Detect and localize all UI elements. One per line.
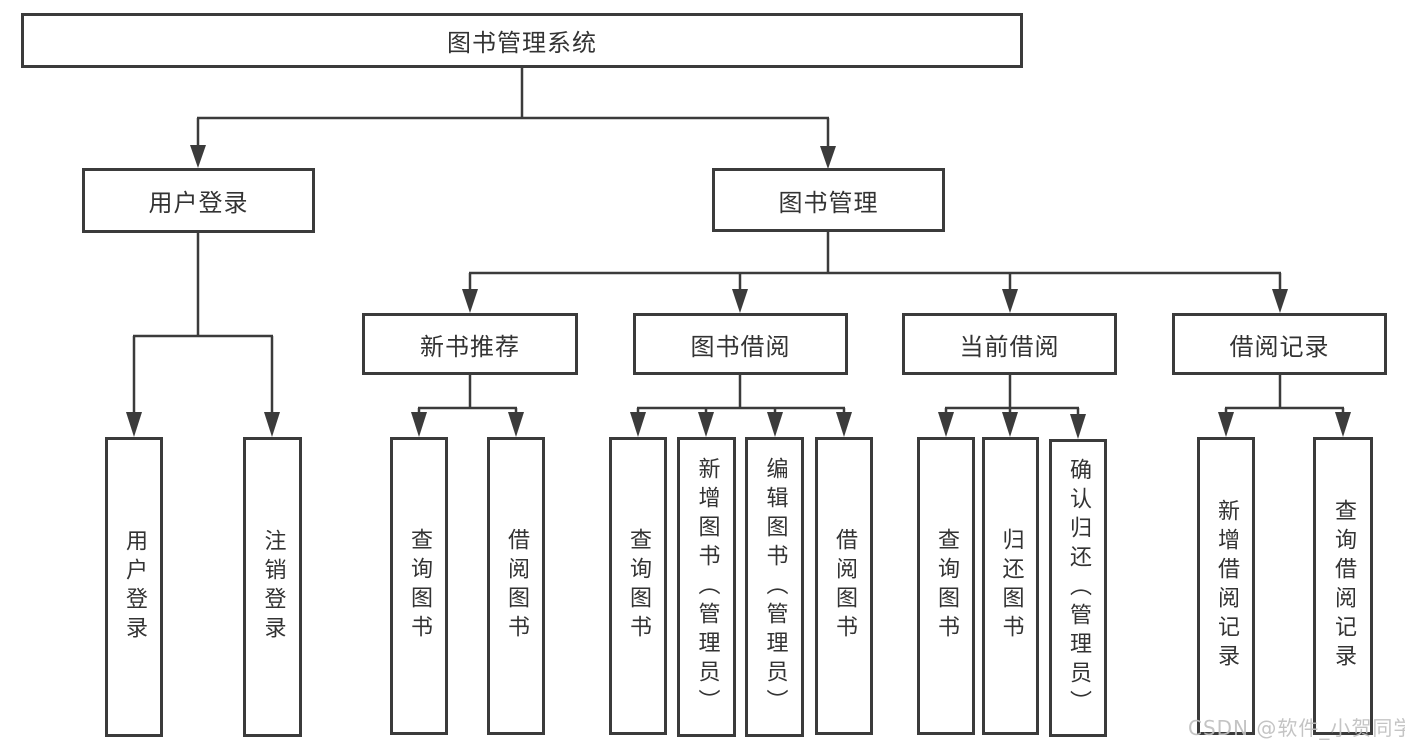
leaf-nb-query-books: 查询图书 [390,437,448,735]
connector-userlogin-to-children [126,233,280,437]
leaf-nb-query-books-label: 查询图书 [407,528,432,644]
node-book-management-label: 图书管理 [778,188,879,217]
node-borrow-records-label: 借阅记录 [1229,332,1330,361]
leaf-cb-query-books: 查询图书 [917,437,975,735]
leaf-user-login-label: 用户登录 [122,529,147,645]
node-root-label: 图书管理系统 [447,29,597,57]
leaf-br-query-record: 查询借阅记录 [1313,437,1373,735]
leaf-bb-borrow-books: 借阅图书 [815,437,873,735]
leaf-cb-return-books: 归还图书 [982,437,1039,735]
leaf-logout: 注销登录 [243,437,302,737]
leaf-br-query-record-label: 查询借阅记录 [1331,499,1356,673]
connector-root-to-level2 [190,68,836,169]
leaf-br-add-record-label: 新增借阅记录 [1214,499,1239,673]
leaf-cb-return-books-label: 归还图书 [998,528,1024,644]
connector-newbook-to-children [411,375,524,437]
node-new-book-recommend: 新书推荐 [362,313,578,375]
leaf-bb-query-books-label: 查询图书 [626,528,651,644]
node-book-management: 图书管理 [712,168,945,232]
leaf-cb-confirm-return-admin: 确认归还（管理员） [1049,439,1107,737]
leaf-bb-borrow-books-label: 借阅图书 [832,528,857,644]
leaf-logout-label: 注销登录 [260,529,286,645]
node-user-login-label: 用户登录 [148,189,249,217]
connector-bookmgmt-to-level3 [462,232,1288,313]
connector-records-to-children [1218,375,1351,437]
connector-currentborrow-to-children [938,375,1086,439]
leaf-bb-edit-books-admin-label: 编辑图书（管理员） [762,456,788,718]
node-book-borrow-label: 图书借阅 [690,332,791,361]
csdn-watermark: CSDN @软件_小贺同学 [1188,716,1405,740]
leaf-user-login: 用户登录 [105,437,163,737]
leaf-br-add-record: 新增借阅记录 [1197,437,1255,735]
node-borrow-records: 借阅记录 [1172,313,1387,375]
connector-bookborrow-to-children [630,375,852,437]
node-root: 图书管理系统 [21,13,1023,68]
leaf-bb-add-books-admin: 新增图书（管理员） [677,437,736,737]
leaf-bb-query-books: 查询图书 [609,437,667,735]
leaf-cb-query-books-label: 查询图书 [934,528,959,644]
leaf-bb-edit-books-admin: 编辑图书（管理员） [745,437,804,737]
leaf-bb-add-books-admin-label: 新增图书（管理员） [694,456,720,718]
node-current-borrow: 当前借阅 [902,313,1117,375]
node-book-borrow: 图书借阅 [633,313,848,375]
node-new-book-recommend-label: 新书推荐 [420,332,520,361]
leaf-nb-borrow-books: 借阅图书 [487,437,545,735]
node-user-login: 用户登录 [82,168,315,233]
node-current-borrow-label: 当前借阅 [959,332,1060,361]
leaf-cb-confirm-return-admin-label: 确认归还（管理员） [1066,457,1091,719]
leaf-nb-borrow-books-label: 借阅图书 [504,528,529,644]
